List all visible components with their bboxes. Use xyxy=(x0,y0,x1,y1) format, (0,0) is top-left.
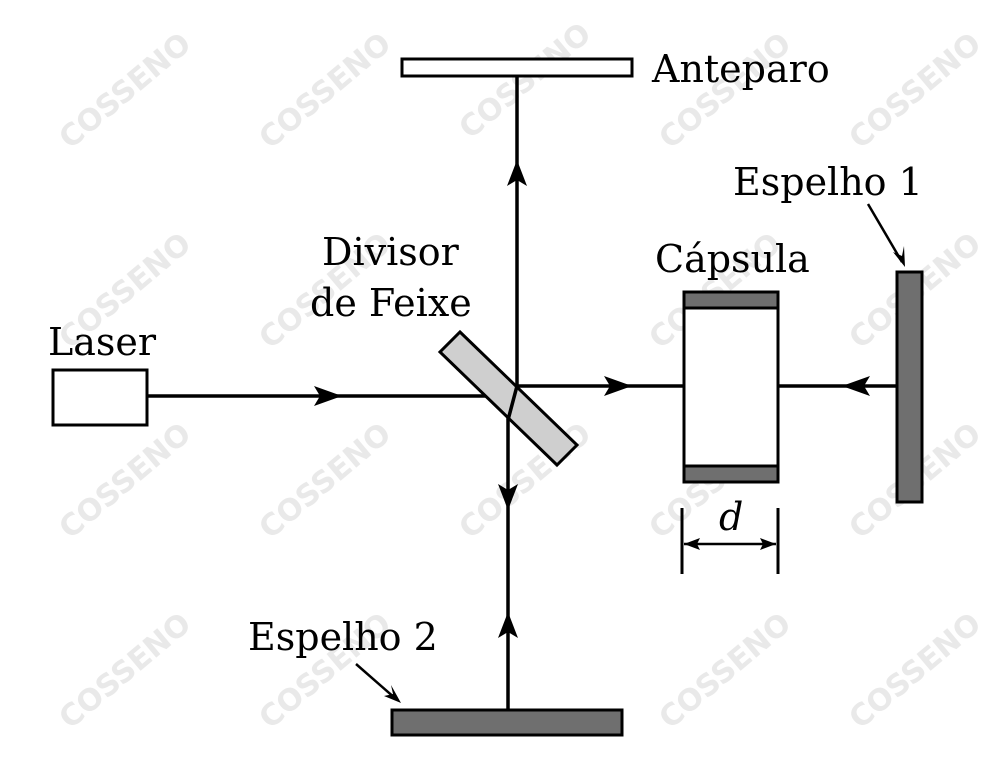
watermark-layer: COSSENO COSSENO COSSENO COSSENO COSSENO … xyxy=(53,16,988,736)
label-espelho2: Espelho 2 xyxy=(248,615,438,659)
watermark-10: COSSENO xyxy=(53,416,198,546)
dimension-arrow-left xyxy=(684,538,700,550)
arrow-right-laser xyxy=(314,386,342,406)
capsula-top-window xyxy=(682,290,780,310)
arrow-right-capsula xyxy=(604,376,632,396)
watermark-4: COSSENO xyxy=(653,26,798,156)
beam-splitter xyxy=(437,329,580,468)
arrow-left-espelho1 xyxy=(842,376,870,396)
watermark-18: COSSENO xyxy=(843,606,988,736)
label-divisor-line1: Divisor xyxy=(322,230,460,274)
beam-splitter-crossing xyxy=(506,385,519,421)
label-laser: Laser xyxy=(48,320,157,364)
watermark-15: COSSENO xyxy=(53,606,198,736)
espelho2-pointer-head xyxy=(384,685,401,703)
capsula-body xyxy=(682,290,780,484)
watermark-3: COSSENO xyxy=(453,16,598,146)
dimension-label-d: d xyxy=(719,495,743,539)
label-capsula: Cápsula xyxy=(655,237,810,281)
espelho2-mirror xyxy=(390,708,624,737)
espelho2-pointer xyxy=(355,663,397,700)
label-anteparo: Anteparo xyxy=(651,47,830,91)
dimension-arrow-right xyxy=(760,538,776,550)
watermark-11: COSSENO xyxy=(253,416,398,546)
capsula-bottom-window xyxy=(682,464,780,484)
arrow-up-espelho2 xyxy=(498,612,518,638)
capsula xyxy=(682,290,780,484)
watermark-1: COSSENO xyxy=(53,26,198,156)
espelho1-mirror xyxy=(895,270,924,504)
label-divisor-line2: de Feixe xyxy=(310,281,472,325)
beam-arrows xyxy=(314,160,870,638)
arrow-up-anteparo xyxy=(507,160,527,186)
anteparo-screen xyxy=(400,57,634,78)
watermark-2: COSSENO xyxy=(253,26,398,156)
laser-box xyxy=(51,368,149,427)
espelho1-pointer-head xyxy=(893,246,905,267)
espelho1-pointer xyxy=(866,203,904,263)
dimension-d: d xyxy=(680,495,780,574)
arrow-down-espelho2 xyxy=(498,484,518,510)
watermark-17: COSSENO xyxy=(653,606,798,736)
watermark-5: COSSENO xyxy=(843,26,988,156)
label-espelho1: Espelho 1 xyxy=(733,160,923,204)
